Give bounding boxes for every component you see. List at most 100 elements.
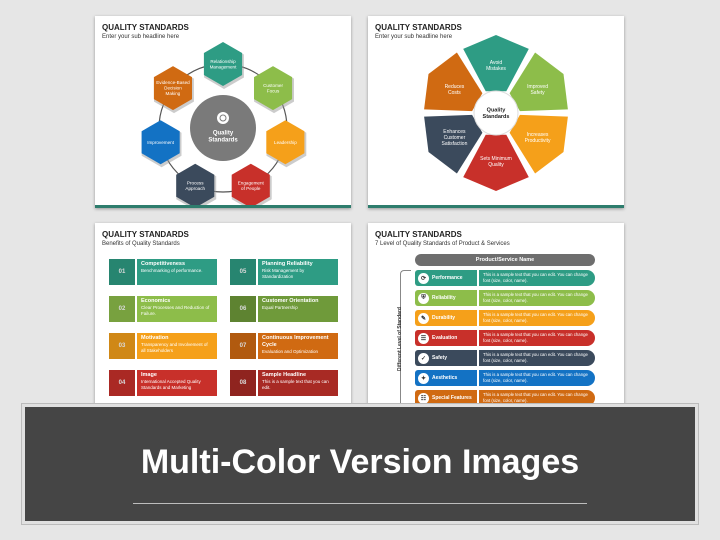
benefit-description: Benchmarking of performance. — [141, 268, 203, 273]
slide-title: QUALITY STANDARDS — [102, 230, 189, 239]
benefit-heading: Economics — [141, 298, 171, 304]
benefit-heading: Motivation — [141, 335, 169, 341]
cycle-node-label: Improvement — [147, 140, 175, 145]
cycle-node[interactable]: Leadership — [266, 120, 307, 168]
cycle-node[interactable]: Improvement — [141, 120, 182, 168]
benefit-description: Equal Partnership — [262, 305, 298, 310]
benefit-description: This is a sample text that you can edit. — [262, 379, 329, 390]
level-label-box: ⛨Reliability — [415, 290, 477, 306]
clipboard-icon: ☰ — [418, 332, 429, 344]
benefit-description: Risk Management by Standardization — [262, 268, 305, 279]
benefit-heading: Competitiveness — [141, 261, 186, 267]
level-label: Safety — [432, 355, 448, 361]
level-text: This is a sample text that you can edit.… — [479, 370, 595, 386]
level-text: This is a sample text that you can edit.… — [479, 350, 595, 366]
shield-icon: ⛨ — [418, 292, 429, 304]
level-label-box: ⟳Performance — [415, 270, 477, 286]
level-label: Special Features — [432, 395, 472, 401]
slide-title: QUALITY STANDARDS — [375, 23, 462, 32]
slide-thumbnail-cycle[interactable]: QUALITY STANDARDS Enter your sub headlin… — [95, 16, 351, 208]
benefit-number: 06 — [230, 296, 256, 322]
slide-subtitle: Enter your sub headline here — [102, 34, 180, 40]
benefit-description: Transparency and Involvement of all Stak… — [141, 342, 208, 353]
level-text: This is a sample text that you can edit.… — [479, 290, 595, 306]
slide-thumbnail-hexagon[interactable]: QUALITY STANDARDS Enter your sub headlin… — [368, 16, 624, 208]
level-label-box: ✎Durability — [415, 310, 477, 326]
slide-thumbnail-benefits[interactable]: QUALITY STANDARDS Benefits of Quality St… — [95, 223, 351, 415]
benefit-number: 07 — [230, 333, 256, 359]
list-icon: ☷ — [418, 392, 429, 404]
level-label: Reliability — [432, 295, 456, 301]
benefit-heading: Planning Reliability — [262, 261, 313, 267]
center-circle — [190, 95, 256, 161]
level-label: Evaluation — [432, 335, 458, 341]
level-label-box: ☷Special Features — [415, 390, 477, 406]
benefit-number: 04 — [109, 370, 135, 396]
level-label-box: ✦Aesthetics — [415, 370, 477, 386]
center-circle — [473, 90, 519, 136]
level-text: This is a sample text that you can edit.… — [479, 270, 595, 286]
slide-title: QUALITY STANDARDS — [102, 23, 189, 32]
banner-underline — [133, 503, 587, 504]
benefit-number: 02 — [109, 296, 135, 322]
slide-subtitle: Enter your sub headline here — [375, 34, 453, 40]
benefit-number: 05 — [230, 259, 256, 285]
slide-bottom-bar — [95, 205, 351, 208]
level-label: Durability — [432, 315, 456, 321]
benefit-number: 01 — [109, 259, 135, 285]
benefit-number: 08 — [230, 370, 256, 396]
level-text: This is a sample text that you can edit.… — [479, 310, 595, 326]
benefit-number: 03 — [109, 333, 135, 359]
product-name-header: Product/Service Name — [415, 254, 595, 266]
slide-thumbnail-levels[interactable]: QUALITY STANDARDS 7 Level of Quality Sta… — [368, 223, 624, 415]
benefit-heading: Sample Headline — [262, 372, 307, 378]
benefit-heading: Customer Orientation — [262, 298, 319, 304]
benefit-description: Evaluation and Optimization — [262, 349, 319, 354]
award-icon — [217, 112, 229, 124]
slide-title: QUALITY STANDARDS — [375, 230, 462, 239]
benefit-description: Clear Processes and Reduction of Failure… — [141, 305, 210, 316]
